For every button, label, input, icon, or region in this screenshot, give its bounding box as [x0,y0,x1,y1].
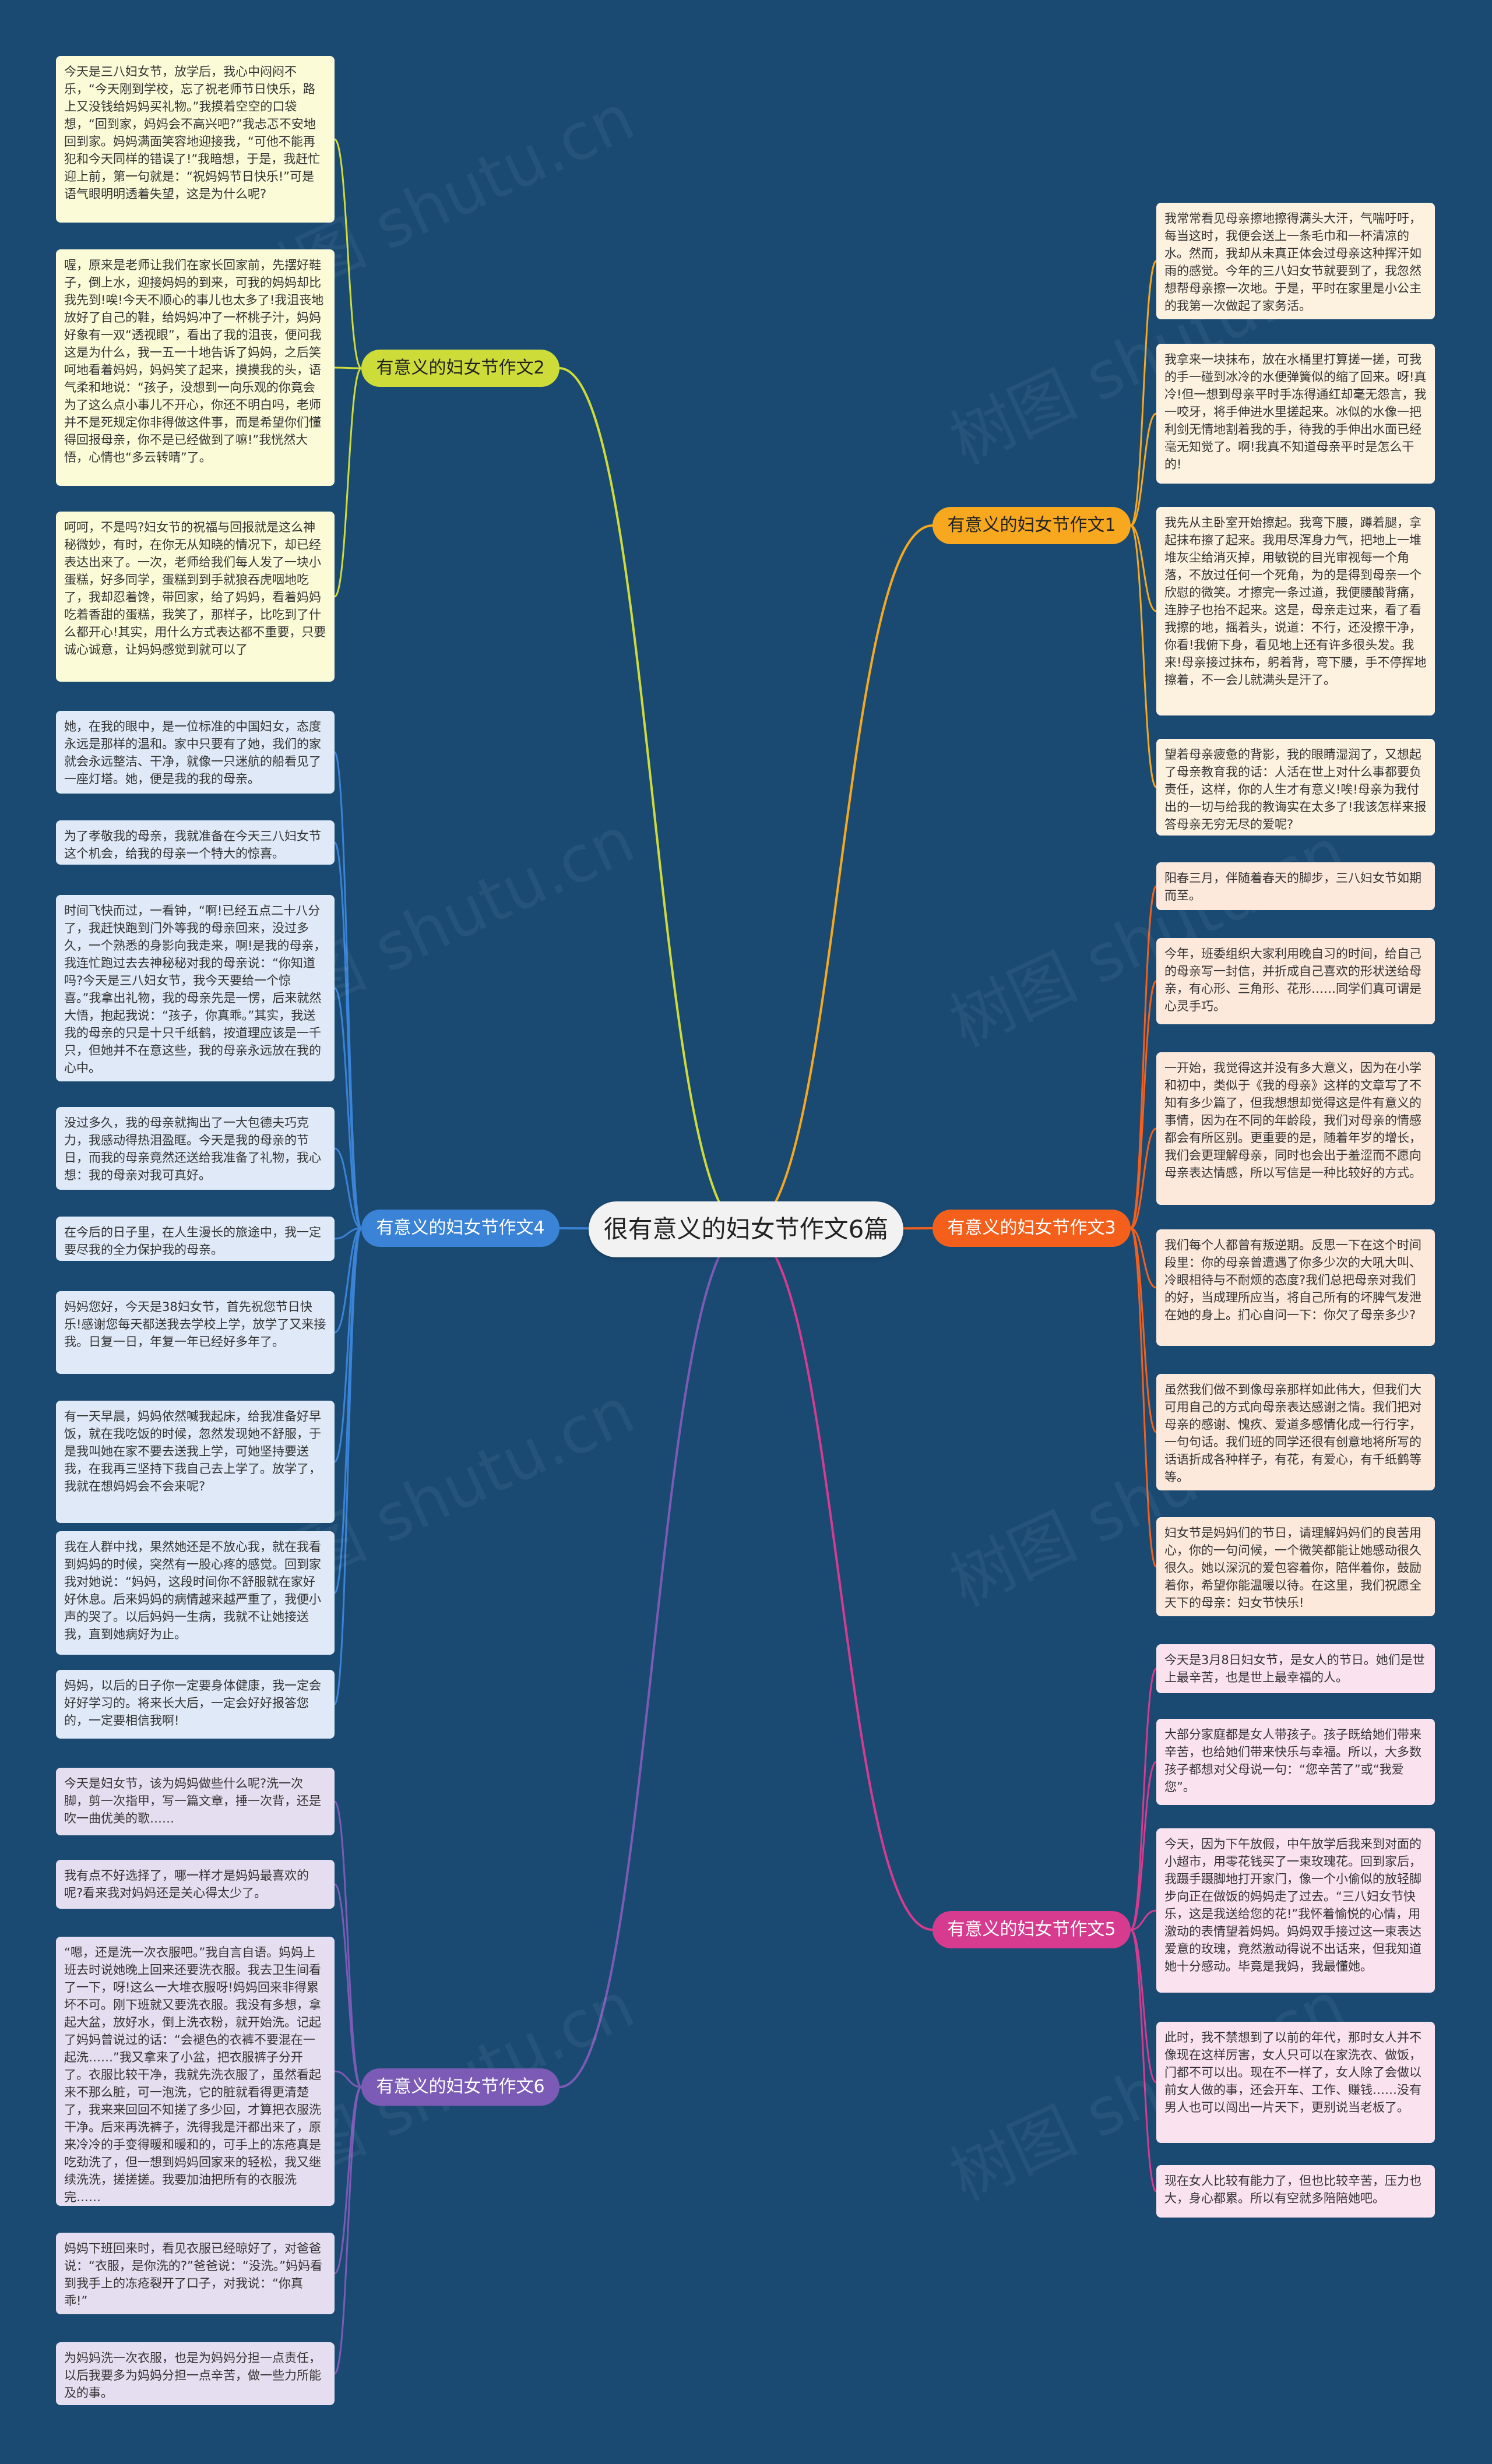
note-connector [1130,1761,1157,1931]
note-essay-6: “嗯，还是洗一次衣服吧。”我自言自语。妈妈上班去时说她晚上回来还要洗衣服。我去卫… [56,1937,335,2206]
branch-connector [745,1228,933,1931]
note-essay-1: 望着母亲疲惫的背影，我的眼睛湿润了，又想起了母亲教育我的话：人活在世上对什么事都… [1156,739,1435,836]
note-connector [1130,1909,1157,1931]
branch-essay-5[interactable]: 有意义的妇女节作文5 [932,1911,1131,1948]
note-connector [333,987,363,1229]
branch-essay-2[interactable]: 有意义的妇女节作文2 [361,350,560,387]
branch-essay-1[interactable]: 有意义的妇女节作文1 [932,507,1131,544]
note-essay-4: 妈妈，以后的日子你一定要身体健康，我一定会好好学习的。将来长大后，一定会好好报答… [56,1670,335,1739]
note-essay-4: 我在人群中找，果然她还是不放心我，就在我看到妈妈的时候，突然有一股心疼的感觉。回… [56,1531,335,1655]
note-essay-2: 喔，原来是老师让我们在家长回家前，先摆好鞋子，倒上水，迎接妈妈的到来，可我的妈妈… [56,249,335,486]
note-connector [334,1227,362,1240]
note-connector [1129,524,1157,788]
note-connector [1129,1227,1157,1433]
note-essay-1: 我常常看见母亲擦地擦得满头大汗，气喘吁吁，每当这时，我便会送上一条毛巾和一杯清凉… [1156,203,1435,319]
note-connector [1129,1668,1157,1931]
note-essay-3: 我们每个人都曾有叛逆期。反思一下在这个时间段里：你的母亲曾遭遇了你多少次的大吼大… [1156,1229,1435,1346]
note-essay-5: 现在女人比较有能力了，但也比较辛苦，压力也大，身心都累。所以有空就多陪陪她吧。 [1156,2165,1435,2218]
note-connector [1130,524,1157,612]
branch-essay-6[interactable]: 有意义的妇女节作文6 [361,2068,560,2106]
note-essay-6: 妈妈下班回来时，看见衣服已经晾好了，对爸爸说：“衣服，是你洗的?”爸爸说：“没洗… [56,2233,335,2314]
note-essay-5: 此时，我不禁想到了以前的年代，那时女人并不像现在这样厉害，女人只可以在家洗衣、做… [1156,2022,1435,2143]
note-connector [333,841,363,1229]
note-essay-4: 在今后的日子里，在人生漫长的旅途中，我一定要尽我的全力保护我的母亲。 [56,1217,335,1261]
note-connector [333,2086,363,2375]
center-topic[interactable]: 很有意义的妇女节作文6篇 [589,1201,903,1257]
branch-connector [745,524,933,1231]
note-connector [1129,260,1157,527]
note-connector [333,751,363,1229]
note-connector [333,367,363,598]
note-essay-4: 时间飞快而过，一看钟，“啊!已经五点二十八分了，我赶快跑到门外等我的母亲回来，没… [56,895,335,1081]
note-connector [334,1147,362,1229]
note-essay-3: 虽然我们做不到像母亲那样如此伟大，但我们大可用自己的方式向母亲表达感谢之情。我们… [1156,1374,1435,1490]
note-essay-2: 今天是三八妇女节，放学后，我心中闷闷不乐，“今天刚到学校，忘了祝老师节日快乐，路… [56,56,335,223]
note-essay-4: 没过多久，我的母亲就掏出了一大包德夫巧克力，我感动得热泪盈眶。今天是我的母亲的节… [56,1107,335,1190]
branch-connector [559,1228,747,2088]
note-connector [333,1227,363,1463]
note-essay-4: 她，在我的眼中，是一位标准的中国妇女，态度永远是那样的温和。家中只要有了她，我们… [56,711,335,794]
branch-connector [559,367,747,1231]
note-essay-6: 为妈妈洗一次衣服，也是为妈妈分担一点责任，以后我要多为妈妈分担一点辛苦，做一些力… [56,2342,335,2405]
note-essay-5: 今天，因为下午放假，中午放学后我来到对面的小超市，用零花钱买了一束玫瑰花。回到家… [1156,1828,1435,1993]
note-connector [1129,1227,1157,1568]
note-connector [333,1227,363,1705]
note-essay-3: 阳春三月，伴随着春天的脚步，三八妇女节如期而至。 [1156,862,1435,910]
note-essay-3: 今年，班委组织大家利用晚自习的时间，给自己的母亲写一封信，并折成自己喜欢的形状送… [1156,938,1435,1024]
note-connector [334,1227,362,1334]
note-connector [1130,1929,1157,2084]
note-essay-3: 一开始，我觉得这并没有多大意义，因为在小学和初中，类似于《我的母亲》这样的文章写… [1156,1052,1435,1205]
note-connector [1129,980,1157,1229]
note-essay-1: 我拿来一块抹布，放在水桶里打算搓一搓，可我的手一碰到冰冷的水便弹簧似的缩了回来。… [1156,344,1435,484]
note-connector [333,1883,363,2088]
note-essay-4: 有一天早晨，妈妈依然喊我起床，给我准备好早饭，就在我吃饭的时候，忽然发现她不舒服… [56,1401,335,1523]
note-connector [333,138,363,369]
branch-essay-4[interactable]: 有意义的妇女节作文4 [361,1210,560,1247]
note-connector [1129,1929,1157,2192]
note-essay-4: 为了孝敬我的母亲，我就准备在今天三八妇女节这个机会，给我的母亲一个特大的惊喜。 [56,820,335,865]
note-essay-2: 呵呵，不是吗?妇女节的祝福与回报就是这么神秘微妙，有时，在你无从知晓的情况下，却… [56,512,335,682]
note-connector [334,2070,362,2088]
note-essay-5: 今天是3月8日妇女节，是女人的节日。她们是世上最辛苦，也是世上最幸福的人。 [1156,1644,1435,1693]
note-essay-6: 今天是妇女节，该为妈妈做些什么呢?洗一次脚，剪一次指甲，写一篇文章，捶一次背，还… [56,1768,335,1835]
note-essay-3: 妇女节是妈妈们的节日，请理解妈妈们的良苦用心，你的一句问候，一个微笑都能让她感动… [1156,1517,1435,1616]
note-connector [1130,1227,1157,1289]
branch-essay-3[interactable]: 有意义的妇女节作文3 [932,1210,1131,1247]
note-essay-6: 我有点不好选择了，哪一样才是妈妈最喜欢的呢?看来我对妈妈还是关心得太少了。 [56,1860,335,1909]
note-essay-5: 大部分家庭都是女人带孩子。孩子既给她们带来辛苦，也给她们带来快乐与幸福。所以，大… [1156,1719,1435,1805]
note-essay-1: 我先从主卧室开始擦起。我弯下腰，蹲着腿，拿起抹布擦了起来。我用尽浑身力气，把地上… [1156,507,1435,715]
note-connector [1130,1127,1157,1229]
note-connector [1130,413,1157,527]
note-connector [333,1800,363,2088]
note-essay-4: 妈妈您好，今天是38妇女节，首先祝您节日快乐!感谢您每天都送我去学校上学，放学了… [56,1291,335,1374]
